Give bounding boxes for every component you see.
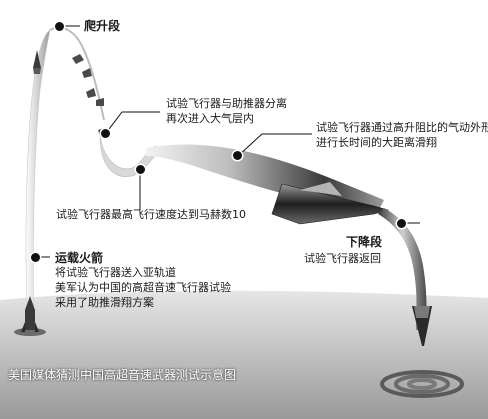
separation-marker — [101, 129, 110, 138]
separation-label-line1: 试验飞行器与助推器分离 — [166, 97, 287, 110]
climb-stage-marker — [55, 22, 64, 31]
descent-detail-label: 试验飞行器返回 — [304, 252, 381, 265]
climb-arc — [49, 26, 105, 121]
carrier-detail-line3: 采用了助推滑翔方案 — [55, 296, 154, 309]
glide-vehicle — [271, 182, 390, 225]
booster-climbing — [33, 50, 41, 74]
descent-stage-label: 下降段 — [346, 235, 383, 249]
carrier-detail-line2: 美军认为中国的高超音速飞行器试验 — [55, 281, 231, 294]
max-speed-label: 试验飞行器最高飞行速度达到马赫数10 — [56, 208, 246, 221]
descending-vehicle — [412, 306, 432, 346]
reentry-curve — [99, 135, 161, 177]
carrier-rocket-marker — [31, 253, 40, 262]
glide-label-line2: 进行长时间的大距离滑翔 — [316, 136, 437, 149]
ground-surface — [0, 290, 488, 419]
target-rings — [380, 370, 464, 398]
carrier-rocket-on-pad — [14, 296, 46, 336]
ascent-trail — [25, 29, 51, 325]
climb-stage-label: 爬升段 — [84, 19, 121, 33]
glide-label-line1: 试验飞行器通过高升阻比的气动外形 — [316, 121, 488, 134]
leader-lines — [36, 25, 420, 258]
booster-debris — [72, 54, 106, 136]
max-speed-marker — [136, 165, 145, 174]
figure-caption: 美国媒体猜测中国高超音速武器测试示意图 — [8, 368, 237, 382]
glide-marker — [233, 151, 242, 160]
descent-stage-marker — [397, 219, 406, 228]
carrier-detail-line1: 将试验飞行器送入亚轨道 — [55, 266, 176, 279]
separation-label-line2: 再次进入大气层内 — [166, 112, 254, 125]
carrier-rocket-label: 运载火箭 — [55, 251, 104, 265]
